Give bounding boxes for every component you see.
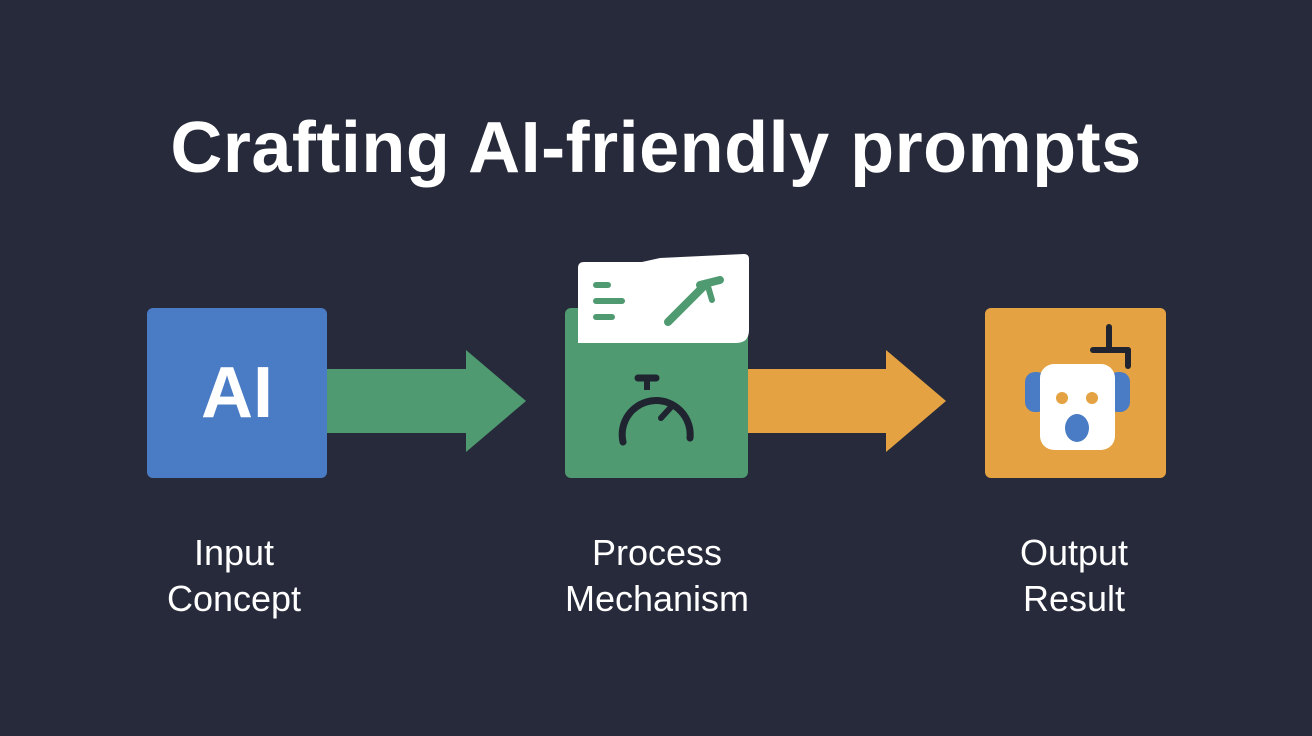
input-label-line2: Concept — [166, 578, 302, 619]
process-label-line1: Process — [591, 532, 723, 573]
arrow-process-to-output — [748, 350, 946, 452]
input-label-line1: Input — [193, 532, 275, 573]
output-result-label: Output Result — [924, 530, 1224, 622]
process-label-line2: Mechanism — [564, 578, 750, 619]
output-label-line2: Result — [1022, 578, 1126, 619]
ai-icon: AI — [201, 353, 273, 433]
page-title: Crafting AI-friendly prompts — [170, 108, 1142, 188]
arrow-input-to-process — [327, 350, 526, 452]
input-concept-box: AI — [147, 308, 327, 478]
input-concept-label: Input Concept — [84, 530, 384, 622]
output-label-line1: Output — [1019, 532, 1129, 573]
process-mechanism-label: Process Mechanism — [507, 530, 807, 622]
